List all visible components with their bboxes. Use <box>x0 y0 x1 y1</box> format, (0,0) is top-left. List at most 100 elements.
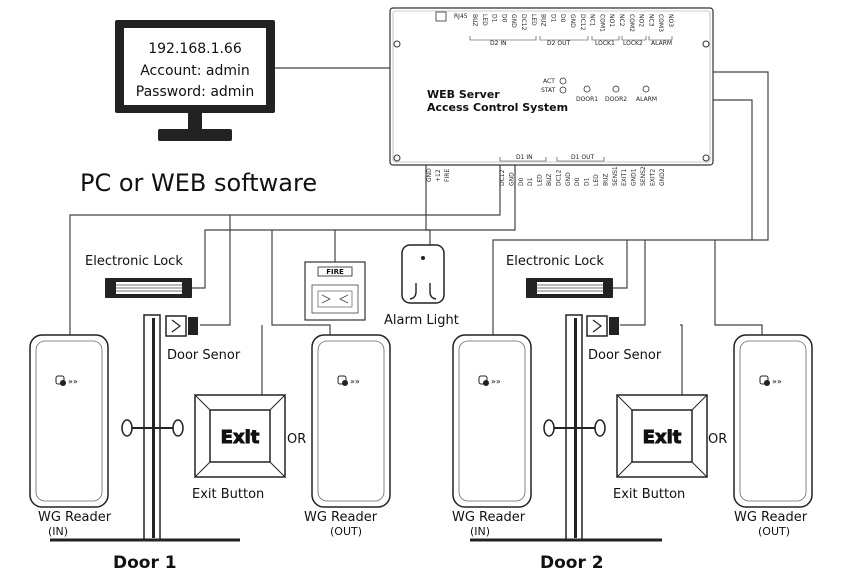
wires <box>69 67 769 395</box>
controller-title: WEB Server <box>427 88 500 101</box>
exit2-wire <box>680 324 683 395</box>
door-sensor2-wire <box>620 240 646 326</box>
terminal-pin-label: GND <box>426 168 433 182</box>
terminal-pin-label: D0 <box>559 14 566 23</box>
mount-hole-icon <box>393 40 401 48</box>
rj45-label: RJ45 <box>454 13 468 20</box>
act-label: ACT <box>543 78 555 85</box>
reader-in2-icon: »» <box>452 334 532 508</box>
alarm-light-label: Alarm Light <box>384 313 459 328</box>
svg-text:»»: »» <box>350 377 360 386</box>
controller-subtitle: Access Control System <box>427 101 568 114</box>
exit-button1-icon <box>194 394 286 478</box>
door-sensor2-icon <box>586 315 619 337</box>
terminal-pin-label: LED <box>537 174 544 186</box>
group-d2-out: D2 OUT <box>547 40 570 47</box>
terminal-pin-label: DC12 <box>579 14 586 31</box>
door2-label: Door 2 <box>540 553 604 573</box>
alarm-led-label: ALARM <box>636 96 657 103</box>
terminal-pin-label: LED <box>530 14 537 26</box>
terminal-pin-label: GND <box>569 14 576 28</box>
terminal-pin-label: NC3 <box>647 14 654 27</box>
reader-in1-sub: (IN) <box>48 525 68 538</box>
reader-out2-wire <box>714 240 763 335</box>
controller-inner <box>392 10 711 163</box>
monitor-screen <box>124 28 266 105</box>
controller-body <box>389 7 714 166</box>
pc-account: Account: admin <box>140 63 250 79</box>
door1-frame <box>50 314 240 542</box>
door1-led-label: DOOR1 <box>576 96 598 103</box>
terminal-pin-label: EXIT1 <box>621 169 628 186</box>
terminal-pin-label: DC12 <box>555 169 562 186</box>
exit-button2-label: Exit Button <box>613 487 685 502</box>
group-alarm: ALARM <box>651 40 672 47</box>
alarm-wire <box>425 165 431 245</box>
terminal-pin-label: BUZ <box>546 173 553 186</box>
terminal-pin-label: COM1 <box>598 14 605 32</box>
reader-in1-wire <box>69 165 501 335</box>
act-led-icon <box>559 77 567 85</box>
terminal-pin-label: D0 <box>574 177 581 186</box>
terminal-pin-label: BUZ <box>471 14 478 27</box>
door1-handle-icon <box>172 419 184 437</box>
lock1-label: Electronic Lock <box>85 254 183 269</box>
exit-button2-icon <box>616 394 708 478</box>
door1-handle-icon <box>121 419 133 437</box>
reader-out1-wire <box>271 230 331 335</box>
terminal-pin-label: EXIT2 <box>649 169 656 186</box>
terminal-pin-label: BUZ <box>540 14 547 27</box>
door-sensor1-icon <box>165 315 198 337</box>
terminal-pin-label: SENS1 <box>612 166 619 186</box>
door2-handle-icon <box>543 419 555 437</box>
mount-hole-icon <box>702 154 710 162</box>
door2-frame <box>470 314 662 542</box>
reader-in1-icon: »» <box>29 334 109 508</box>
terminal-pin-label: D0 <box>500 14 507 23</box>
pc-password: Password: admin <box>136 84 254 100</box>
electronic-lock1-icon <box>105 278 192 298</box>
terminal-pin-label: BUZ <box>602 173 609 186</box>
terminal-pin-label: NO3 <box>667 14 674 27</box>
terminal-pin-label: GND2 <box>659 168 666 186</box>
terminal-pin-label: SENS2 <box>640 166 647 186</box>
door1-label: Door 1 <box>113 553 177 573</box>
fire-label: FIRE <box>326 268 344 276</box>
door-sensor1-label: Door Senor <box>167 348 241 363</box>
or1-label: OR <box>287 432 306 447</box>
lock1-wire <box>192 165 516 289</box>
terminal-pin-label: GND <box>510 14 517 28</box>
reader-in2-sub: (IN) <box>470 525 490 538</box>
lock2-wire <box>613 240 628 289</box>
reader-out1-icon: »» <box>311 334 391 508</box>
monitor-base <box>158 129 232 141</box>
svg-text:»»: »» <box>491 377 501 386</box>
lock2-wire-top <box>713 99 753 240</box>
reader-out2-label: WG Reader <box>734 510 808 525</box>
reader-out2-sub: (OUT) <box>758 525 790 538</box>
terminal-pin-label: D0 <box>518 177 525 186</box>
terminal-pin-label: D1 <box>549 14 556 23</box>
bottom-pin-brackets <box>499 157 605 162</box>
exit-button2-text: Exit <box>643 427 682 448</box>
door2-led-icon <box>612 85 620 93</box>
terminal-pin-label: COM2 <box>628 14 635 32</box>
pc-ip: 192.168.1.66 <box>148 41 242 57</box>
terminal-pin-label: FIRE <box>444 169 451 182</box>
monitor-neck <box>188 113 202 129</box>
svg-text:»»: »» <box>772 377 782 386</box>
reader-in1-label: WG Reader <box>38 510 112 525</box>
terminal-pin-label: LED <box>593 174 600 186</box>
exit-button1-label: Exit Button <box>192 487 264 502</box>
reader-out2-icon: »» <box>733 334 813 508</box>
group-d2-in: D2 IN <box>490 40 507 47</box>
terminal-pin-label: NC2 <box>618 14 625 27</box>
terminal-pin-label: COM3 <box>657 14 664 32</box>
pc-monitor: 192.168.1.66 Account: admin Password: ad… <box>115 20 275 141</box>
top-pin-brackets <box>469 36 673 41</box>
door2-led-label: DOOR2 <box>605 96 627 103</box>
